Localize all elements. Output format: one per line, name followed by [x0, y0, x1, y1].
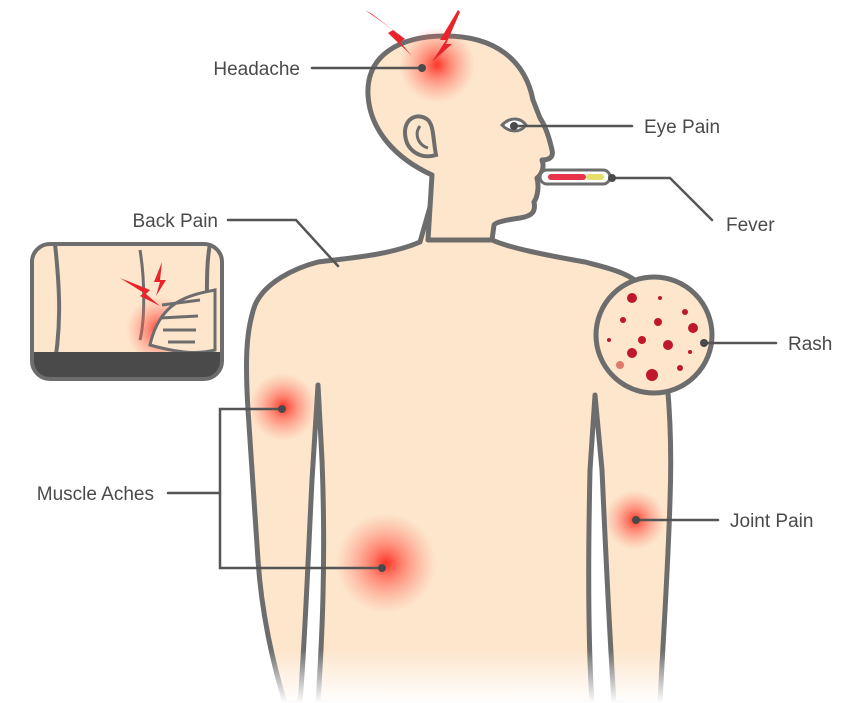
- rash-spot: [627, 293, 637, 303]
- label-fever: Fever: [726, 215, 775, 236]
- rash-spot: [688, 350, 692, 354]
- rash-spot: [654, 318, 662, 326]
- rash-spot: [616, 361, 624, 369]
- rash-spot: [688, 323, 698, 333]
- label-headache: Headache: [213, 59, 300, 80]
- ear: [405, 116, 436, 156]
- rash-spot: [682, 309, 688, 315]
- headache-glow: [399, 27, 475, 103]
- label-joint-pain: Joint Pain: [730, 511, 813, 532]
- rash-spot: [658, 296, 662, 300]
- label-muscle-aches: Muscle Aches: [37, 484, 154, 505]
- label-rash: Rash: [788, 334, 832, 355]
- muscle-aches-torso-glow: [336, 513, 436, 613]
- rash-spot: [663, 340, 673, 350]
- torso: [246, 200, 670, 703]
- rash-spot: [627, 348, 637, 358]
- label-back-pain: Back Pain: [132, 211, 218, 232]
- rash-spot: [638, 336, 646, 344]
- label-eye-pain: Eye Pain: [644, 117, 720, 138]
- rash-spot: [677, 365, 683, 371]
- back-pain-inset: [32, 244, 222, 382]
- thermometer-icon: [540, 170, 610, 184]
- rash-spot: [646, 369, 658, 381]
- rash-spot: [620, 317, 626, 323]
- rash-magnifier: [596, 277, 712, 393]
- rash-spot: [607, 338, 611, 342]
